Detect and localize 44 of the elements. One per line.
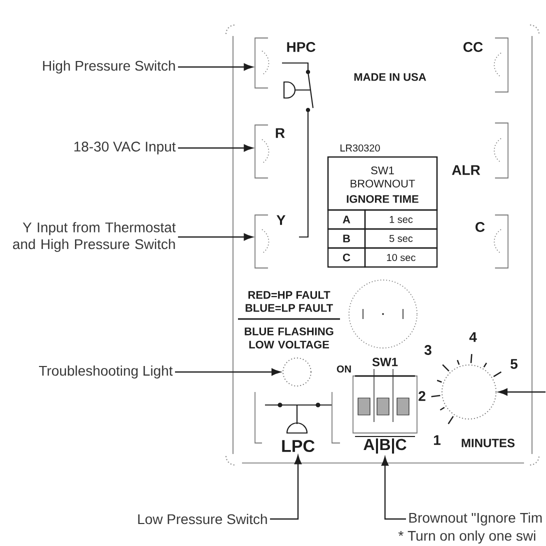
led-note: BLUE=LP FAULT xyxy=(246,304,333,312)
table-cell: C xyxy=(327,247,366,268)
terminal-label: LPC xyxy=(282,440,315,452)
callout-label: 18-30 VAC Input xyxy=(74,142,176,154)
callout-label: Troubleshooting Light xyxy=(38,365,173,379)
table-cell: 5 sec xyxy=(364,228,438,249)
dial-number: 4 xyxy=(469,332,477,342)
arrow xyxy=(270,455,302,520)
table-cell: 10 sec xyxy=(364,247,438,268)
arrow xyxy=(178,63,253,71)
terminal-label: R xyxy=(276,128,285,138)
terminal-label: CC xyxy=(463,42,483,52)
callout-label: Brownout "Ignore Tim xyxy=(409,512,542,526)
board-text: LR30320 xyxy=(340,144,380,152)
terminal-label: Y xyxy=(276,215,286,225)
arrow xyxy=(178,233,253,241)
terminal-label: ALR xyxy=(452,165,480,175)
switch-label: SW1 xyxy=(372,358,398,366)
board-text: MADE IN USA xyxy=(354,73,426,81)
terminal-label: HPC xyxy=(287,42,316,52)
callout-label: High Pressure Switch xyxy=(43,60,175,74)
table-cell: 1 sec xyxy=(364,209,438,230)
table-cell: B xyxy=(327,228,366,249)
dial-number: 1 xyxy=(434,435,441,445)
dial-knob xyxy=(442,364,496,420)
led-note: RED=HP FAULT xyxy=(248,291,330,299)
callout-label: Y Input from Thermostat and High Pressure Switch xyxy=(13,222,176,252)
footnote: * Turn on only one swi xyxy=(398,530,536,544)
dial-number: 5 xyxy=(510,359,518,369)
terminal-label: C xyxy=(476,222,485,232)
arrow xyxy=(178,144,253,152)
dial-label: MINUTES xyxy=(462,438,515,448)
arrow xyxy=(175,368,281,376)
callout-label: Low Pressure Switch xyxy=(138,514,267,524)
led-note: BLUE FLASHING LOW VOLTAGE xyxy=(244,328,334,348)
switch-label: ON xyxy=(336,365,351,373)
dial-number: 3 xyxy=(424,345,432,355)
table-cell: A xyxy=(327,209,366,230)
table-cell: SW1 BROWNOUT IGNORE TIME xyxy=(327,156,438,211)
indicator-light xyxy=(282,358,312,386)
switch-label: A|B|C xyxy=(364,438,406,454)
arrow xyxy=(381,456,406,520)
arrow xyxy=(498,388,546,396)
dial-number: 2 xyxy=(418,391,426,401)
